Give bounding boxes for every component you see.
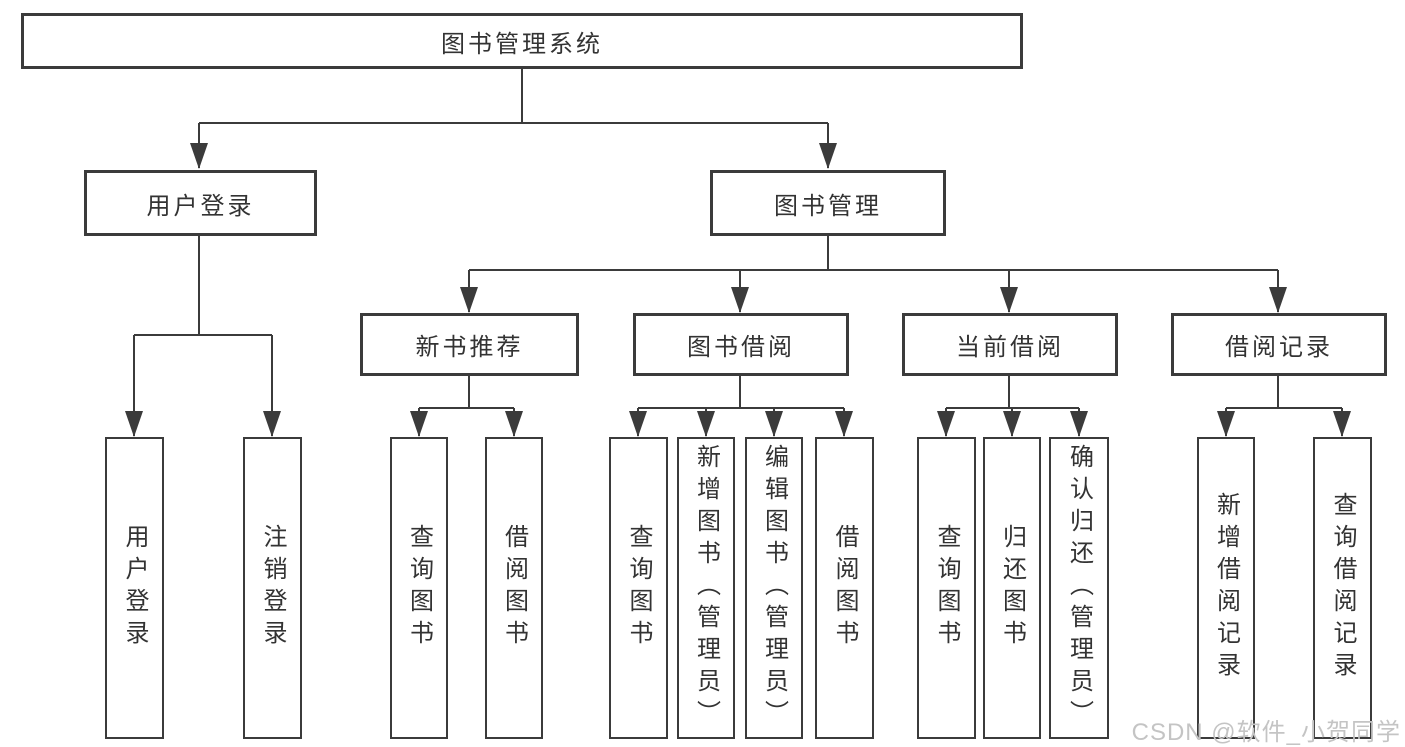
leaf-query-books-recommend: 查询图书 <box>390 437 448 739</box>
leaf-add-borrow-record: 新增借阅记录 <box>1197 437 1255 739</box>
leaf-confirm-return-admin-label: 确认归还（管理员） <box>1065 444 1093 732</box>
leaf-logout-label: 注销登录 <box>259 524 286 652</box>
node-current-borrow: 当前借阅 <box>902 313 1118 376</box>
leaf-add-books-admin-label: 新增图书（管理员） <box>692 444 720 732</box>
leaf-query-books-borrow: 查询图书 <box>609 437 668 739</box>
leaf-borrow-books-recommend: 借阅图书 <box>485 437 543 739</box>
leaf-borrow-books-label: 借阅图书 <box>831 524 858 652</box>
node-user-login: 用户登录 <box>84 170 317 236</box>
leaf-user-login: 用户登录 <box>105 437 164 739</box>
leaf-edit-books-admin: 编辑图书（管理员） <box>745 437 803 739</box>
leaf-edit-books-admin-label: 编辑图书（管理员） <box>760 444 788 732</box>
leaf-query-books-current-label: 查询图书 <box>933 524 960 652</box>
leaf-query-books-current: 查询图书 <box>917 437 976 739</box>
node-borrow-records-label: 借阅记录 <box>1225 334 1333 361</box>
node-user-login-label: 用户登录 <box>146 192 255 220</box>
node-new-book-recommend-label: 新书推荐 <box>415 334 524 361</box>
node-book-management: 图书管理 <box>710 170 946 236</box>
leaf-add-books-admin: 新增图书（管理员） <box>677 437 735 739</box>
node-root-library-system: 图书管理系统 <box>21 13 1023 69</box>
leaf-borrow-books: 借阅图书 <box>815 437 874 739</box>
leaf-return-books: 归还图书 <box>983 437 1041 739</box>
csdn-watermark: CSDN @软件_小贺同学 <box>1131 719 1401 746</box>
leaf-logout: 注销登录 <box>243 437 302 739</box>
node-borrow-records: 借阅记录 <box>1171 313 1387 376</box>
leaf-add-borrow-record-label: 新增借阅记录 <box>1212 492 1240 684</box>
leaf-query-borrow-record-label: 查询借阅记录 <box>1329 492 1356 684</box>
node-current-borrow-label: 当前借阅 <box>956 334 1064 361</box>
leaf-return-books-label: 归还图书 <box>998 524 1026 652</box>
node-new-book-recommend: 新书推荐 <box>360 313 579 376</box>
leaf-confirm-return-admin: 确认归还（管理员） <box>1049 437 1109 739</box>
leaf-user-login-label: 用户登录 <box>121 524 148 652</box>
leaf-query-books-recommend-label: 查询图书 <box>405 524 433 652</box>
node-book-borrow: 图书借阅 <box>633 313 849 376</box>
node-book-management-label: 图书管理 <box>774 192 882 220</box>
leaf-query-borrow-record: 查询借阅记录 <box>1313 437 1372 739</box>
leaf-borrow-books-recommend-label: 借阅图书 <box>500 524 528 652</box>
node-root-label: 图书管理系统 <box>441 30 603 58</box>
node-book-borrow-label: 图书借阅 <box>687 334 795 361</box>
leaf-query-books-borrow-label: 查询图书 <box>625 524 652 652</box>
